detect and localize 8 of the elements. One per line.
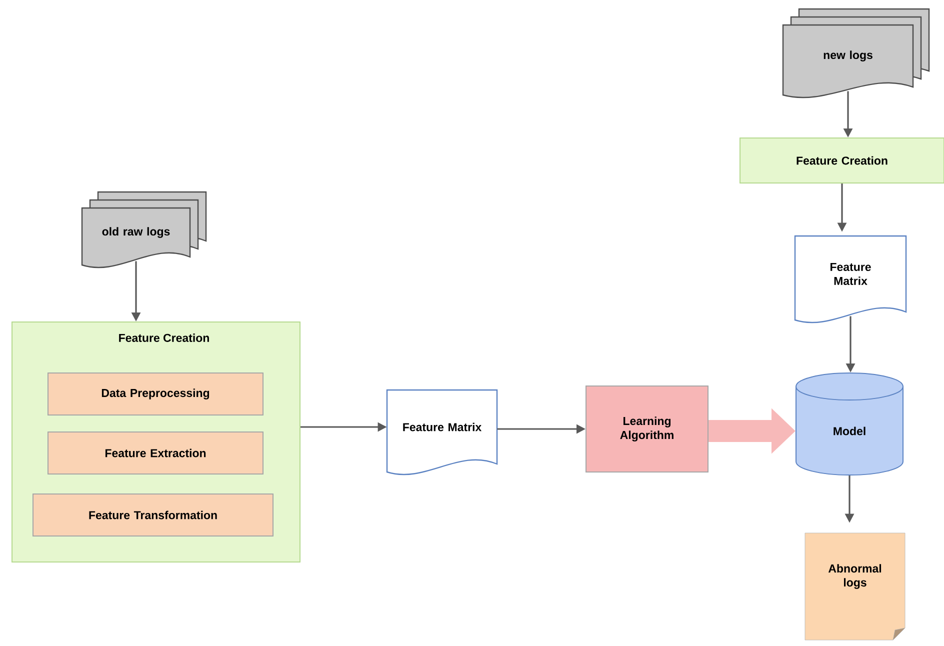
database-cylinder: Model bbox=[796, 372, 904, 476]
process-box: Feature Extraction bbox=[48, 432, 264, 474]
process-band: Feature Creation bbox=[740, 138, 944, 184]
document-stack: new logs bbox=[782, 8, 930, 98]
process-box: Learning Algorithm bbox=[586, 386, 708, 472]
document-stack: old raw logs bbox=[81, 191, 207, 268]
process-box: Data Preprocessing bbox=[48, 372, 264, 416]
process-box: Feature Transformation bbox=[32, 494, 274, 536]
